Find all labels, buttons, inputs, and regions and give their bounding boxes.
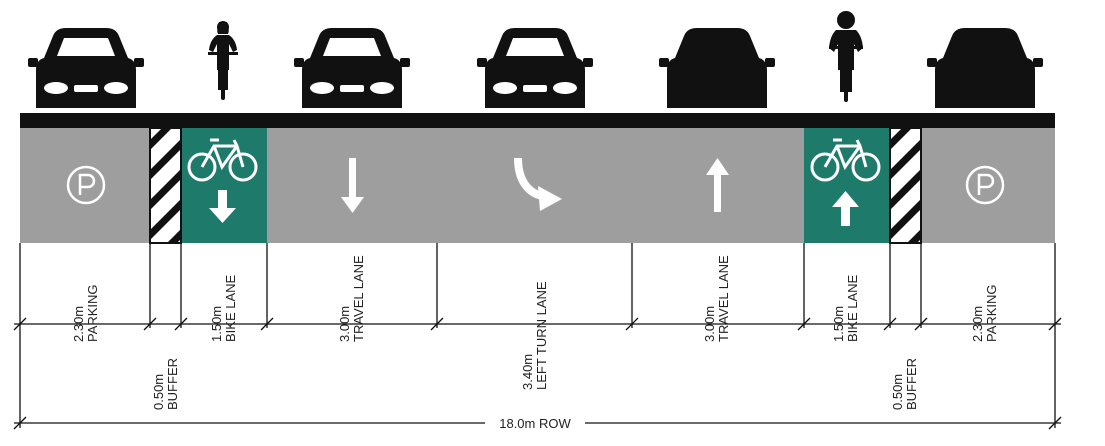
buffer-right-hatch [889,127,922,244]
parking-right-icon [965,165,1005,205]
bike-right-bicycle-icon [810,138,881,182]
curb-edge [20,113,1055,128]
cyclist-front-icon [208,21,238,100]
parking-left-icon [66,165,106,205]
car-rear-travel-right [659,28,775,108]
lane-width-label: 2.30m [970,306,985,342]
row-total-label: 18.0m ROW [499,416,571,431]
cyclist-rear-icon [829,11,863,102]
car-rear-parking-right [927,28,1043,108]
lane-name-label: BUFFER [904,358,919,410]
left-turn-arrow-icon [514,157,562,211]
lane-name-label: TRAVEL LANE [716,255,731,342]
lane-width-label: 1.50m [831,306,846,342]
lane-width-label: 1.50m [209,306,224,342]
buffer-left-hatch [149,127,182,244]
travel-left-down-arrow-icon [341,158,364,213]
dimension-lines [13,243,1062,430]
lane-name-label: LEFT TURN LANE [534,281,549,390]
lane-width-label: 2.30m [71,306,86,342]
lane-name-label: BUFFER [165,358,180,410]
lane-width-label: 0.50m [151,374,166,410]
lane-name-label: PARKING [984,284,999,342]
travel-right-up-arrow-icon [706,158,729,212]
lane-width-label: 3.00m [702,306,717,342]
lane-width-label: 3.40m [520,354,535,390]
car-front-left-turn [477,28,593,108]
bike-left-bicycle-icon [187,138,258,182]
car-front-travel-left [294,28,410,108]
bike-left-down-arrow-icon [209,190,236,223]
car-front-parking-left [28,28,144,108]
lane-name-label: TRAVEL LANE [351,255,366,342]
lane-name-label: PARKING [85,284,100,342]
lane-width-label: 3.00m [337,306,352,342]
lane-width-label: 0.50m [890,374,905,410]
bike-right-up-arrow-icon [832,191,859,226]
lane-name-label: BIKE LANE [845,274,860,342]
lane-name-label: BIKE LANE [223,274,238,342]
